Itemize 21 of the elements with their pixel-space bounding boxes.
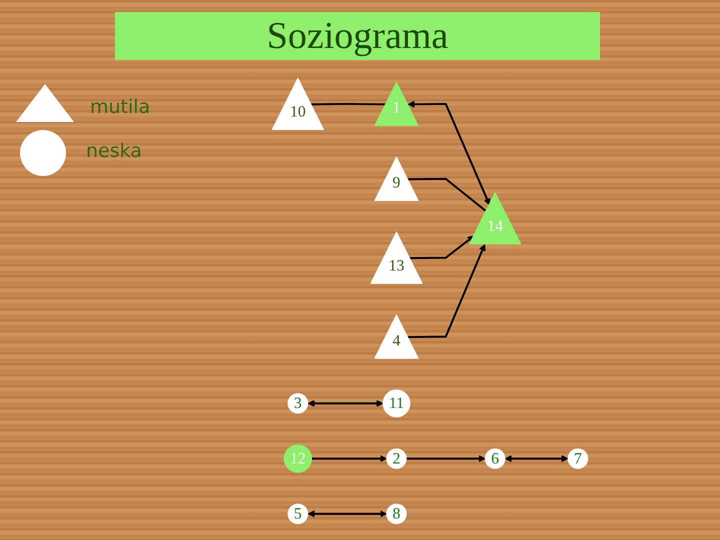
legend-label: mutila [90,96,150,118]
node-circle: 12 [284,444,312,473]
node-circle: 2 [386,448,407,469]
connector [311,102,386,106]
arrow [408,100,490,206]
arrow [410,236,474,260]
node-circle: 3 [288,393,308,414]
arrow [504,455,568,462]
node-circle: 7 [568,448,588,469]
arrow [408,244,486,338]
node-circle: 5 [288,504,308,524]
connector [408,178,487,212]
node-circle: 11 [382,390,410,418]
arrow [308,400,384,407]
title: Soziograma [115,12,600,60]
node-circle: 6 [484,448,506,469]
arrow [312,455,387,462]
arrow [308,510,387,518]
node-circle: 8 [386,504,407,524]
legend-label: neska [86,140,142,162]
arrow [406,455,486,462]
